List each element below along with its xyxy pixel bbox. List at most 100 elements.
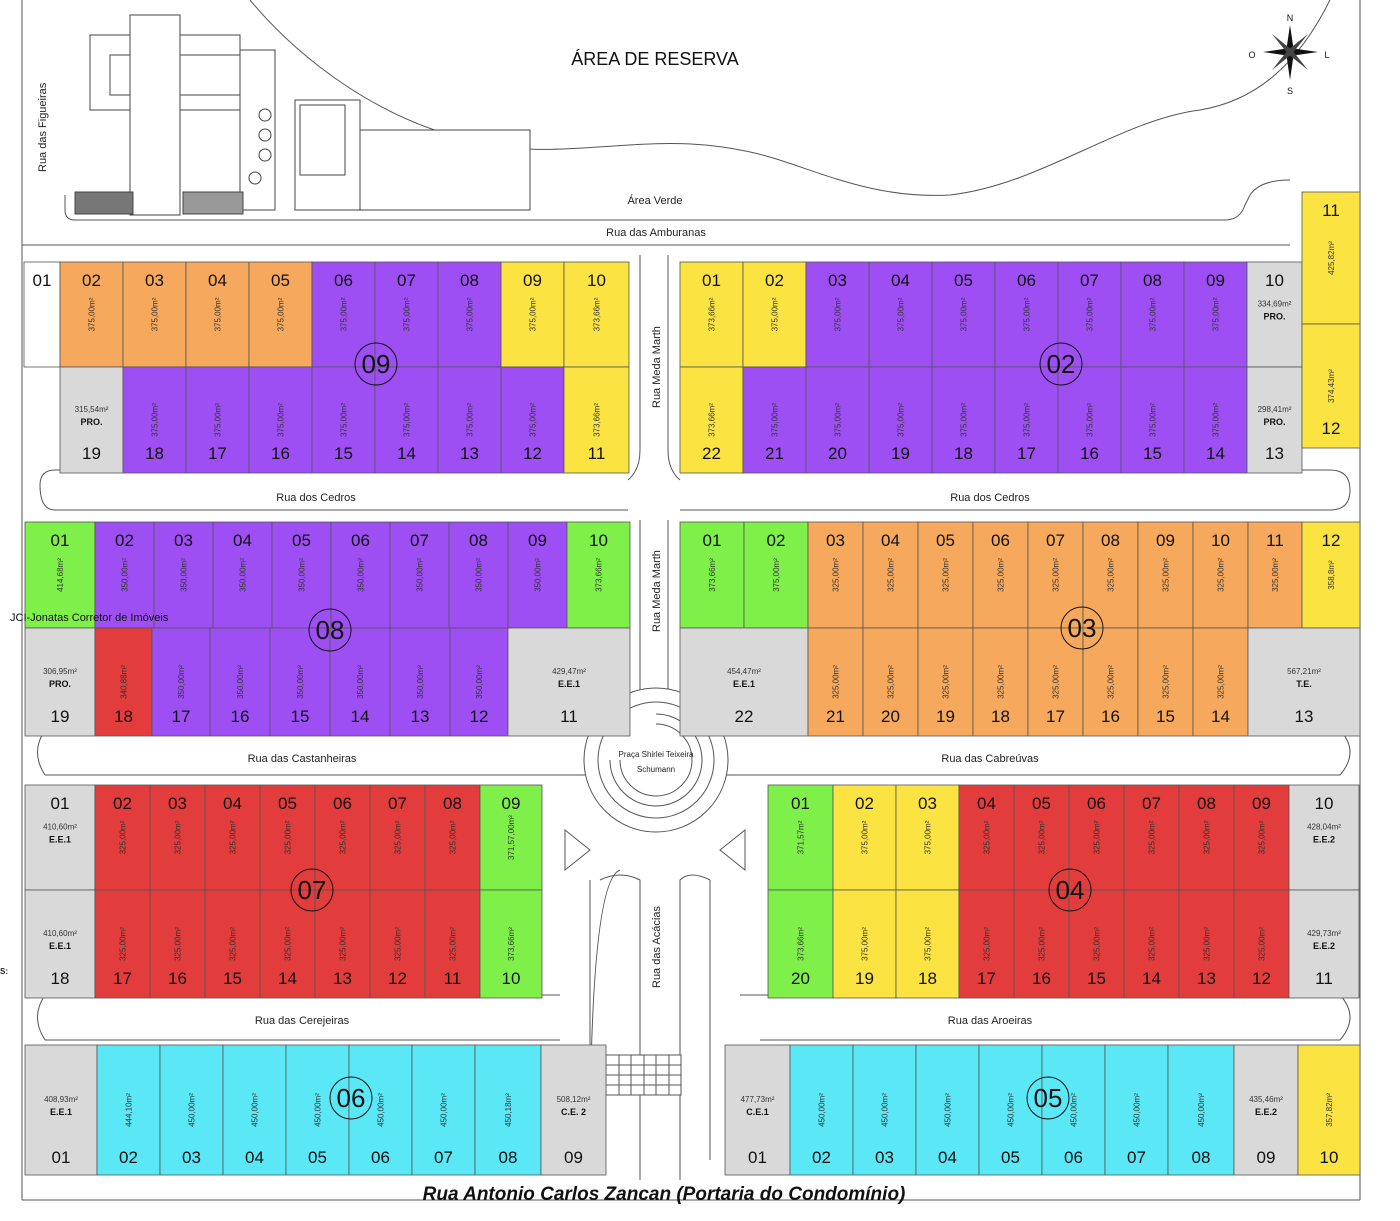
lot-09-01[interactable]: 01 [23, 261, 61, 368]
